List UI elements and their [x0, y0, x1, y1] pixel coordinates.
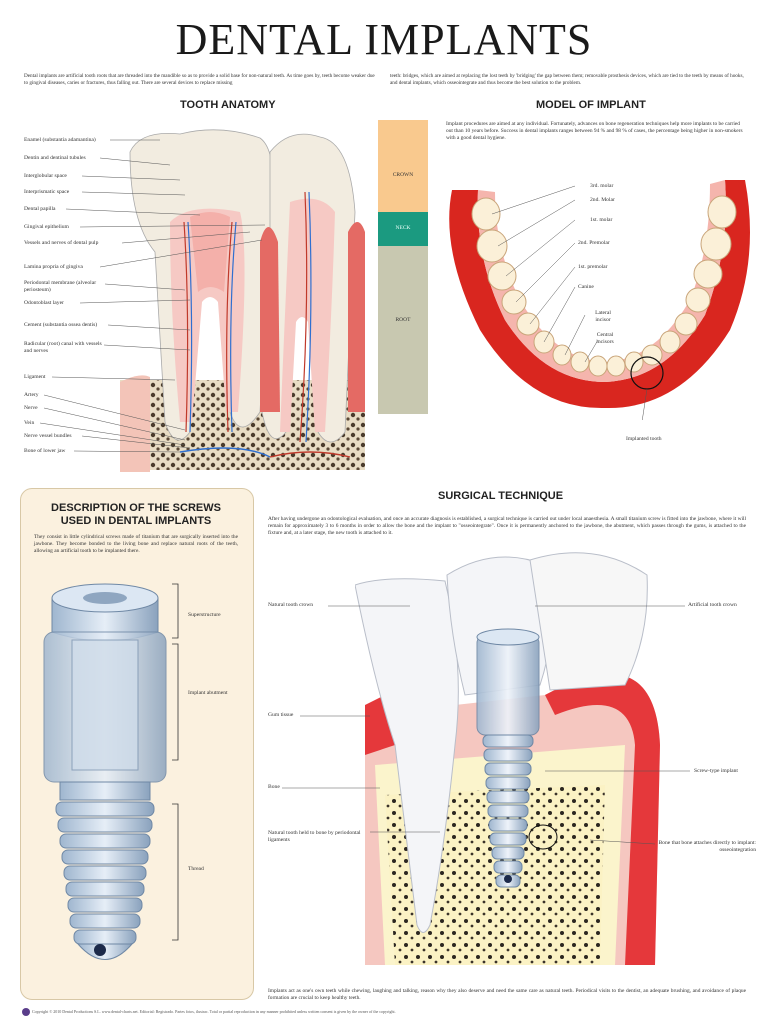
screw-brackets: [172, 583, 179, 941]
label-dental-papilla: Dental papilla: [24, 206, 56, 212]
label-gum-tissue: Gum tissue: [268, 712, 294, 718]
surgical-technique-heading: SURGICAL TECHNIQUE: [438, 490, 564, 502]
label-gingival-epithelium: Gingival epithelium: [24, 224, 69, 230]
intro-right: teeth: bridges, which are aimed at repla…: [390, 73, 744, 86]
label-nerve-vessel-bundles: Nerve vessel bundles: [24, 433, 72, 439]
label-bone-lower-jaw: Bone of lower jaw: [24, 448, 66, 454]
label-natural-tooth-crown: Natural tooth crown: [268, 602, 314, 608]
jaw-arch-illustration: [449, 180, 750, 420]
label-odontoblast: Odontoblast layer: [24, 300, 64, 306]
label-natural-tooth-held: Natural tooth held to bone by periodonta…: [268, 830, 361, 843]
label-lateral-incisor: Lateral incisor: [595, 310, 611, 323]
label-radicular-canal: Radicular (root) canal with vessels and …: [24, 341, 102, 354]
surgical-illustration: [355, 552, 660, 965]
root-segment: [378, 246, 428, 414]
screws-heading: DESCRIPTION OF THE SCREWS USED IN DENTAL…: [20, 502, 252, 528]
label-2nd-premolar: 2nd. Premolar: [578, 240, 610, 246]
label-implanted-tooth: Implanted tooth: [626, 436, 662, 442]
surgical-text: After having undergone an odontological …: [268, 516, 746, 536]
label-artificial-tooth-crown: Artificial tooth crown: [688, 602, 737, 608]
label-thread: Thread: [188, 866, 204, 872]
neck-label: NECK: [395, 225, 411, 231]
intro-left: Dental implants are artificial tooth roo…: [24, 73, 375, 86]
model-of-implant-heading: MODEL OF IMPLANT: [536, 99, 646, 111]
label-3rd-molar: 3rd. molar: [590, 183, 614, 189]
label-central-incisors: Central incisors: [596, 332, 614, 345]
label-1st-molar: 1st. molar: [590, 217, 613, 223]
label-dentin: Dentin and dentinal tubules: [24, 155, 86, 161]
screws-heading-line1: DESCRIPTION OF THE SCREWS: [51, 502, 221, 514]
crown-segment: [378, 120, 428, 212]
label-interglobular: Interglobular space: [24, 173, 67, 179]
label-vein: Vein: [24, 420, 35, 426]
label-superstructure: Superstructure: [188, 612, 221, 618]
label-canine: Canine: [578, 284, 594, 290]
label-interprismatic: Interprismatic space: [24, 189, 70, 195]
tooth-anatomy-leader-lines: [39, 139, 266, 453]
label-osseointegration: Bone that bone attaches directly to impl…: [658, 840, 756, 853]
label-periodontal: Periodontal membrane (alveolar periosteu…: [24, 280, 97, 293]
label-2nd-molar: 2nd. Molar: [590, 197, 615, 203]
label-artery: Artery: [24, 392, 39, 398]
label-cement: Cement (substantia ossea dentis): [24, 322, 98, 328]
label-ligament: Ligament: [24, 374, 46, 380]
label-lamina-propria: Lamina propria of gingiva: [24, 264, 83, 270]
surgical-footer: Implants act as one's own teeth while ch…: [268, 988, 746, 1001]
screws-heading-line2: USED IN DENTAL IMPLANTS: [60, 515, 212, 527]
label-enamel: Enamel (substantia adamantina): [24, 137, 96, 143]
label-bone: Bone: [268, 784, 280, 790]
label-screw-type-implant: Screw-type implant: [694, 768, 738, 774]
screws-text: They consist in little cylindrical screw…: [34, 534, 238, 554]
page-title: DENTAL IMPLANTS: [175, 15, 593, 64]
surgical-leader-lines: [282, 605, 690, 845]
model-of-implant-text: Implant procedures are aimed at any indi…: [446, 121, 743, 141]
screw-illustration: [43, 583, 167, 960]
neck-segment: [378, 212, 428, 246]
label-vessels-nerves: Vessels and nerves of dental pulp: [24, 240, 99, 246]
tooth-anatomy-heading: TOOTH ANATOMY: [180, 99, 276, 111]
label-nerve: Nerve: [24, 405, 38, 411]
label-implant-abutment: Implant abutment: [188, 690, 228, 696]
crown-label: CROWN: [392, 172, 414, 178]
tooth-anatomy-illustration: [120, 129, 365, 472]
label-1st-premolar: 1st. premolar: [578, 264, 608, 270]
copyright: Copyright © 2010 Dental Productions S.L.…: [32, 1009, 396, 1014]
root-label: ROOT: [395, 317, 411, 323]
publisher-logo-icon: [22, 1008, 30, 1016]
